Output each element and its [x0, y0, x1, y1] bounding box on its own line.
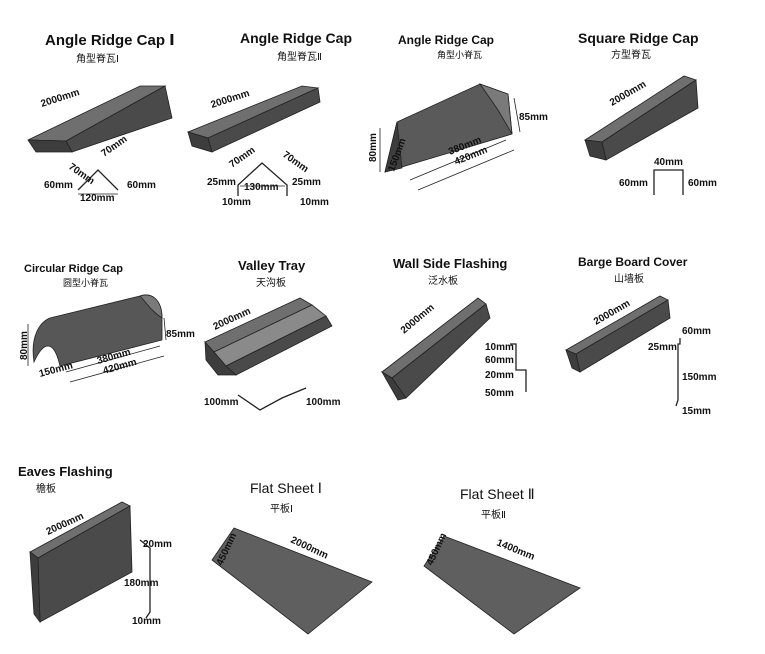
dim-side-a: 70mm	[227, 145, 257, 171]
item-subtitle: 方型脊瓦	[611, 48, 651, 61]
dim-leg-right: 60mm	[127, 180, 156, 191]
item-title: Square Ridge Cap	[578, 30, 699, 46]
dim-depth: 150mm	[38, 360, 74, 380]
dim-leg-left: 60mm	[619, 178, 648, 189]
item-eaves-flashing: Eaves Flashing 檐板 2000mm 20mm 180mm 10mm	[18, 464, 172, 627]
circular-ridge-cap-drawing	[32, 294, 163, 367]
item-barge-board-cover: Barge Board Cover 山墙板 2000mm 60mm 25mm 1…	[565, 255, 717, 417]
dim-d2: 25mm	[648, 342, 677, 353]
item-subtitle: 角型脊瓦Ⅰ	[76, 52, 119, 65]
wall-side-flashing-drawing	[380, 297, 491, 401]
item-flat-sheet-2: Flat Sheet Ⅱ 平板Ⅱ 450mm 1400mm	[423, 486, 581, 635]
dim-flange-right: 25mm	[292, 177, 321, 188]
item-subtitle: 泛水板	[428, 274, 458, 287]
dim-side-left: 100mm	[204, 397, 239, 408]
dim-length: 2000mm	[40, 87, 82, 110]
item-flat-sheet-1: Flat Sheet Ⅰ 平板Ⅰ 450mm 2000mm	[211, 480, 373, 635]
dim-height: 80mm	[19, 331, 30, 360]
eaves-profile	[139, 539, 151, 619]
valley-tray-drawing	[204, 297, 333, 376]
dim-side-b: 70mm	[280, 149, 310, 175]
item-title: Flat Sheet Ⅱ	[460, 486, 535, 502]
dim-lip-left: 10mm	[222, 197, 251, 208]
dim-lip-right: 10mm	[300, 197, 329, 208]
dim-leg-right: 60mm	[688, 178, 717, 189]
item-subtitle: 角型脊瓦Ⅱ	[277, 50, 322, 63]
dim-side-right: 100mm	[306, 397, 341, 408]
item-title: Angle Ridge Cap Ⅰ	[45, 32, 175, 49]
item-angle-ridge-cap-1: Angle Ridge Cap Ⅰ 角型脊瓦Ⅰ 2000mm 70mm 70mm…	[27, 32, 175, 204]
item-subtitle: 山墙板	[614, 272, 644, 285]
dim-d3: 150mm	[682, 372, 717, 383]
dim-end: 85mm	[519, 112, 548, 123]
barge-board-cover-drawing	[565, 295, 671, 373]
eaves-flashing-drawing	[29, 501, 133, 624]
item-title: Wall Side Flashing	[393, 256, 507, 271]
flat-sheet-2-drawing	[423, 535, 581, 635]
dim-width: 120mm	[80, 193, 115, 204]
dim-d3: 10mm	[132, 616, 161, 627]
dim-flange-left: 25mm	[207, 177, 236, 188]
barge-profile	[675, 338, 681, 407]
dim-d1: 10mm	[485, 342, 514, 353]
dim-d2: 60mm	[485, 355, 514, 366]
dim-d3: 20mm	[485, 370, 514, 381]
dim-top: 40mm	[654, 157, 683, 168]
dim-leg-left: 60mm	[44, 180, 73, 191]
dim-height: 80mm	[368, 133, 379, 162]
item-title: Circular Ridge Cap	[24, 263, 123, 275]
item-title: Angle Ridge Cap	[240, 30, 352, 46]
item-valley-tray: Valley Tray 天沟板 2000mm 100mm 100mm	[204, 258, 341, 411]
item-angle-ridge-cap-small: Angle Ridge Cap 角型小脊瓦 80mm 150mm 85mm 38…	[368, 33, 548, 191]
item-subtitle: 天沟板	[256, 276, 286, 289]
item-title: Eaves Flashing	[18, 464, 113, 479]
item-subtitle: 檐板	[36, 482, 56, 495]
item-subtitle: 平板Ⅱ	[481, 508, 506, 521]
angle-ridge-cap-2-drawing	[186, 85, 321, 153]
item-title: Flat Sheet Ⅰ	[250, 480, 322, 496]
wall-profile	[510, 343, 527, 392]
dim-d1: 60mm	[682, 326, 711, 337]
item-title: Angle Ridge Cap	[398, 33, 494, 47]
dim-d2: 180mm	[124, 578, 159, 589]
square-ridge-cap-drawing	[583, 75, 699, 161]
dim-d1: 20mm	[143, 539, 172, 550]
item-title: Barge Board Cover	[578, 255, 688, 269]
item-angle-ridge-cap-2: Angle Ridge Cap 角型脊瓦Ⅱ 2000mm 70mm 70mm 2…	[186, 30, 352, 208]
angle-ridge-cap-small-drawing	[384, 83, 513, 173]
angle-ridge-cap-1-drawing	[27, 85, 173, 153]
angle-profile	[237, 162, 288, 196]
dim-width: 130mm	[244, 182, 279, 193]
angle-profile	[77, 169, 119, 191]
square-profile	[653, 169, 684, 195]
dim-end: 85mm	[166, 329, 195, 340]
item-wall-side-flashing: Wall Side Flashing 泛水板 2000mm 10mm 60mm …	[380, 256, 527, 401]
flat-sheet-1-drawing	[211, 527, 373, 635]
dim-d4: 15mm	[682, 406, 711, 417]
item-subtitle: 圆型小脊瓦	[63, 277, 108, 289]
item-title: Valley Tray	[238, 258, 306, 273]
valley-profile	[237, 387, 307, 411]
dim-length: 2000mm	[399, 302, 437, 336]
dim-d4: 50mm	[485, 388, 514, 399]
item-subtitle: 角型小脊瓦	[437, 49, 482, 61]
item-circular-ridge-cap: Circular Ridge Cap 圆型小脊瓦 80mm 150mm 85mm…	[19, 263, 195, 383]
item-subtitle: 平板Ⅰ	[270, 502, 293, 515]
dim-length: 2000mm	[210, 88, 252, 111]
item-square-ridge-cap: Square Ridge Cap 方型脊瓦 2000mm 40mm 60mm 6…	[578, 30, 717, 195]
